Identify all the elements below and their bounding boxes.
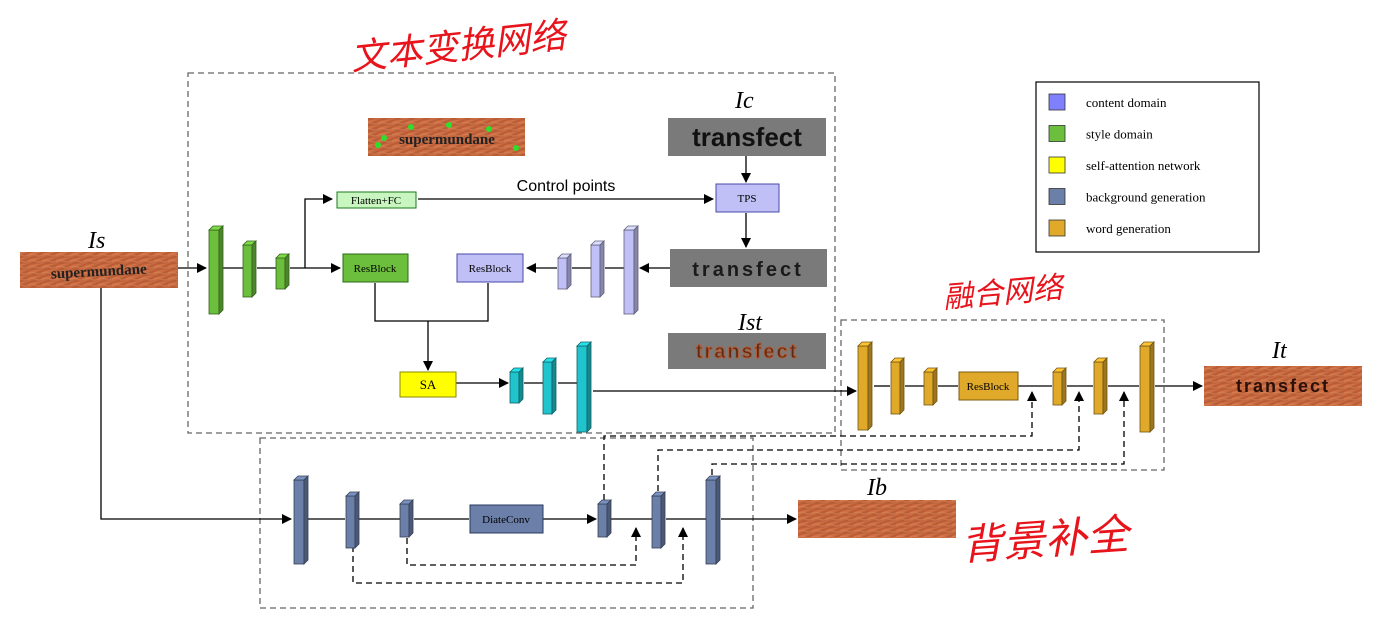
diateconv-label: DiateConv <box>482 514 530 526</box>
legend-swatch <box>1048 156 1066 174</box>
label-ic: Ic <box>734 88 754 114</box>
layer-block-bg-enc-3 <box>399 499 414 538</box>
layer-block-content-enc-2 <box>590 240 605 298</box>
layer-block-fusion-enc-3 <box>923 367 938 406</box>
warped-sample-image: supermundane <box>368 118 525 156</box>
legend-label: background generation <box>1086 190 1206 205</box>
output-image-text: transfect <box>1236 376 1330 396</box>
warped-content-text: transfect <box>692 259 803 281</box>
legend-label: content domain <box>1086 95 1167 110</box>
legend-swatch <box>1048 125 1066 142</box>
layer-block-fusion-enc-1 <box>857 341 873 431</box>
resblock-style: ResBlock <box>342 253 409 283</box>
legend-item: word generation <box>1048 219 1171 237</box>
background-inpainting-group <box>259 437 754 609</box>
legend-swatch <box>1048 93 1066 111</box>
sa-label: SA <box>420 377 437 392</box>
label-ib: Ib <box>866 475 887 501</box>
legend: content domain style domain self-attention… <box>1035 81 1260 253</box>
legend-item: style domain <box>1048 125 1153 142</box>
tps-label: TPS <box>738 193 757 205</box>
resblock-content: ResBlock <box>456 253 524 283</box>
diateconv-block: DiateConv <box>469 504 544 534</box>
layer-block-fusion-dec-1 <box>1052 367 1067 406</box>
flatten-fc-block: Flatten+FC <box>336 191 417 209</box>
source-image: supermundane <box>20 252 178 288</box>
legend-label: word generation <box>1086 221 1171 236</box>
layer-block-fusion-enc-2 <box>890 357 905 415</box>
content-image-text: transfect <box>692 122 802 152</box>
legend-item: self-attention network <box>1048 156 1201 174</box>
styled-text-image: transfect <box>668 333 826 369</box>
legend-item: background generation <box>1048 188 1206 205</box>
warped-content-image: transfect <box>670 249 827 287</box>
legend-item: content domain <box>1048 93 1167 111</box>
layer-block-text-dec-1 <box>509 367 524 404</box>
legend-label: self-attention network <box>1086 158 1201 173</box>
layer-block-bg-dec-3 <box>705 475 721 565</box>
label-it: It <box>1271 338 1288 364</box>
output-image: transfect <box>1204 366 1362 406</box>
layer-block-text-dec-2 <box>542 357 557 415</box>
annotation-text-conversion: 文本变换网络 <box>349 15 572 79</box>
resblock-style-label: ResBlock <box>354 263 397 275</box>
control-points-label: Control points <box>517 178 616 195</box>
resblock-fusion-label: ResBlock <box>967 381 1010 393</box>
styled-text-text: transfect <box>696 341 798 363</box>
source-image-text: supermundane <box>51 261 148 282</box>
layer-block-fusion-dec-3 <box>1139 341 1155 433</box>
warped-sample-text: supermundane <box>399 132 495 148</box>
label-is: Is <box>87 228 105 254</box>
background-image <box>798 500 956 538</box>
sa-block: SA <box>399 371 457 398</box>
layer-block-style-enc-2 <box>242 240 257 298</box>
annotation-background: 背景补全 <box>959 509 1134 570</box>
text-conversion-group <box>187 72 836 434</box>
legend-swatch <box>1048 188 1066 205</box>
layer-block-bg-dec-1 <box>597 499 612 538</box>
annotation-fusion: 融合网络 <box>942 270 1069 316</box>
legend-swatch <box>1048 219 1066 237</box>
fusion-group <box>840 319 1165 471</box>
layer-block-content-enc-3 <box>623 225 639 315</box>
layer-block-content-enc-1 <box>557 253 572 290</box>
layer-block-bg-dec-2 <box>651 491 666 549</box>
content-image: transfect <box>668 118 826 156</box>
resblock-content-label: ResBlock <box>469 263 512 275</box>
flatten-fc-label: Flatten+FC <box>351 195 401 207</box>
layer-block-bg-enc-1 <box>293 475 309 565</box>
legend-label: style domain <box>1086 127 1153 142</box>
layer-block-bg-enc-2 <box>345 491 360 549</box>
label-ist: Ist <box>737 310 763 336</box>
resblock-fusion: ResBlock <box>958 371 1019 401</box>
layer-block-style-enc-3 <box>275 253 290 290</box>
tps-block: TPS <box>715 183 780 213</box>
layer-block-style-enc-1 <box>208 225 224 315</box>
layer-block-text-dec-3 <box>576 341 592 433</box>
layer-block-fusion-dec-2 <box>1093 357 1108 415</box>
